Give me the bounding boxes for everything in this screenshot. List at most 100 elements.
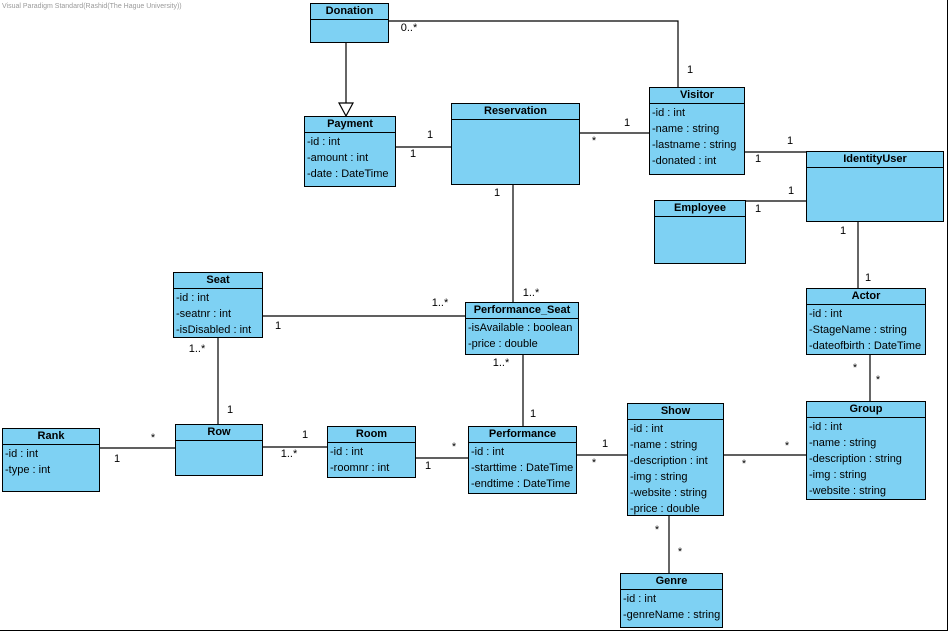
class-attributes: -id : int -name : string -description : in… (628, 420, 723, 515)
class-attribute: -website : string (809, 485, 887, 497)
multiplicity-label: 1..* (188, 343, 206, 355)
class-attribute: -price : double (468, 338, 538, 350)
class-row[interactable]: Row (175, 424, 263, 476)
class-attribute: -seatnr : int (176, 308, 232, 320)
multiplicity-label: 1 (493, 187, 501, 199)
class-attribute: -id : int (809, 421, 843, 433)
class-attribute: -id : int (5, 448, 39, 460)
class-room[interactable]: Room -id : int -roomnr : int (327, 426, 416, 478)
multiplicity-label: * (784, 440, 790, 452)
multiplicity-label: 1 (409, 148, 417, 160)
class-attribute: -id : int (623, 593, 657, 605)
class-name: Genre (621, 574, 722, 590)
multiplicity-label: * (150, 432, 156, 444)
multiplicity-label: 1..* (492, 357, 510, 369)
class-identityuser[interactable]: IdentityUser (806, 151, 944, 222)
class-name: Row (176, 425, 262, 441)
class-attribute: -id : int (307, 136, 341, 148)
multiplicity-label: * (654, 524, 660, 536)
class-name: Employee (655, 201, 745, 217)
generalization-arrow-icon (337, 102, 355, 118)
class-name: Rank (3, 429, 99, 445)
class-attributes: -id : int-seatnr : int-isDisabled : int (174, 289, 262, 337)
edge-donation-visitor (389, 20, 679, 87)
class-name: Reservation (452, 104, 579, 120)
class-attributes: -id : int-genreName : string (621, 590, 722, 624)
multiplicity-label: 1 (786, 135, 794, 147)
class-employee[interactable]: Employee (654, 200, 746, 264)
multiplicity-label: 1 (113, 453, 121, 465)
multiplicity-label: 1 (274, 320, 282, 332)
class-attribute: -name : string (630, 439, 698, 451)
class-name: Show (628, 404, 723, 420)
multiplicity-label: 1 (424, 460, 432, 472)
multiplicity-label: 1 (601, 438, 609, 450)
multiplicity-label: 1 (529, 408, 537, 420)
multiplicity-label: 1 (686, 64, 694, 76)
class-attributes (807, 168, 943, 170)
class-show[interactable]: Show -id : int -name : string -description … (627, 403, 724, 516)
class-attribute: -id : int (652, 107, 686, 119)
class-attributes: -id : int -name : string -lastname : strin… (650, 104, 744, 170)
multiplicity-label: 1 (787, 185, 795, 197)
multiplicity-label: * (852, 362, 858, 374)
class-seat[interactable]: Seat-id : int-seatnr : int-isDisabled : … (173, 272, 263, 338)
multiplicity-label: 1..* (431, 297, 449, 309)
multiplicity-label: 1 (426, 129, 434, 141)
class-name: Group (807, 402, 925, 418)
class-rank[interactable]: Rank-id : int-type : int (2, 428, 100, 492)
class-attribute: -roomnr : int (330, 462, 390, 474)
class-name: Performance (469, 427, 576, 443)
class-attribute: -description : int (630, 455, 708, 467)
class-attribute: -endtime : DateTime (471, 478, 571, 490)
class-attribute: -id : int (630, 423, 664, 435)
class-attribute: -amount : int (307, 152, 369, 164)
class-attribute: -StageName : string (809, 324, 907, 336)
multiplicity-label: 1 (864, 272, 872, 284)
multiplicity-label: 1 (754, 203, 762, 215)
multiplicity-label: 1 (226, 404, 234, 416)
class-attribute: -isDisabled : int (176, 324, 252, 336)
class-performance_seat[interactable]: Performance_Seat -isAvailable : boolean -p… (465, 302, 579, 355)
class-genre[interactable]: Genre-id : int-genreName : string (620, 573, 723, 628)
class-attribute: -isAvailable : boolean (468, 322, 573, 334)
multiplicity-label: * (591, 457, 597, 469)
class-actor[interactable]: Actor-id : int-StageName : string-dateof… (806, 288, 926, 355)
class-attribute: -lastname : string (652, 139, 737, 151)
class-attributes (655, 217, 745, 219)
class-visitor[interactable]: Visitor-id : int-name : string-lastname … (649, 87, 745, 175)
multiplicity-label: * (875, 374, 881, 386)
multiplicity-label: * (451, 441, 457, 453)
class-donation[interactable]: Donation (310, 3, 389, 43)
class-attributes: -id : int-StageName : string-dateofbirth… (807, 305, 925, 354)
class-performance[interactable]: Performance-id : int-starttime : DateTim… (468, 426, 577, 494)
multiplicity-label: 1..* (522, 287, 540, 299)
class-attributes (311, 20, 388, 22)
class-attribute: -name : string (809, 437, 877, 449)
class-attribute: -id : int (330, 446, 364, 458)
class-attribute: -date : DateTime (307, 168, 389, 180)
multiplicity-label: 1 (839, 225, 847, 237)
class-name: Performance_Seat (466, 303, 578, 319)
class-reservation[interactable]: Reservation (451, 103, 580, 185)
multiplicity-label: 1 (301, 429, 309, 441)
class-group[interactable]: Group-id : int-name : string-description… (806, 401, 926, 500)
class-attribute: -img : string (630, 471, 688, 483)
multiplicity-label: * (677, 546, 683, 558)
class-attributes: -id : int-name : string-description : st… (807, 418, 925, 499)
class-attributes (176, 441, 262, 443)
watermark-text: Visual Paradigm Standard(Rashid(The Hagu… (2, 3, 182, 10)
class-attribute: -id : int (809, 308, 843, 320)
class-name: Payment (305, 117, 395, 133)
class-attribute: -id : int (471, 446, 505, 458)
multiplicity-label: 1..* (280, 448, 298, 460)
class-attributes: -id : int-type : int (3, 445, 99, 479)
class-attribute: -name : string (652, 123, 720, 135)
class-attribute: -img : string (809, 469, 867, 481)
class-payment[interactable]: Payment -id : int -amount : int -date : Dat… (304, 116, 396, 187)
class-name: Room (328, 427, 415, 443)
class-attribute: -website : string (630, 487, 708, 499)
class-name: Donation (311, 4, 388, 20)
